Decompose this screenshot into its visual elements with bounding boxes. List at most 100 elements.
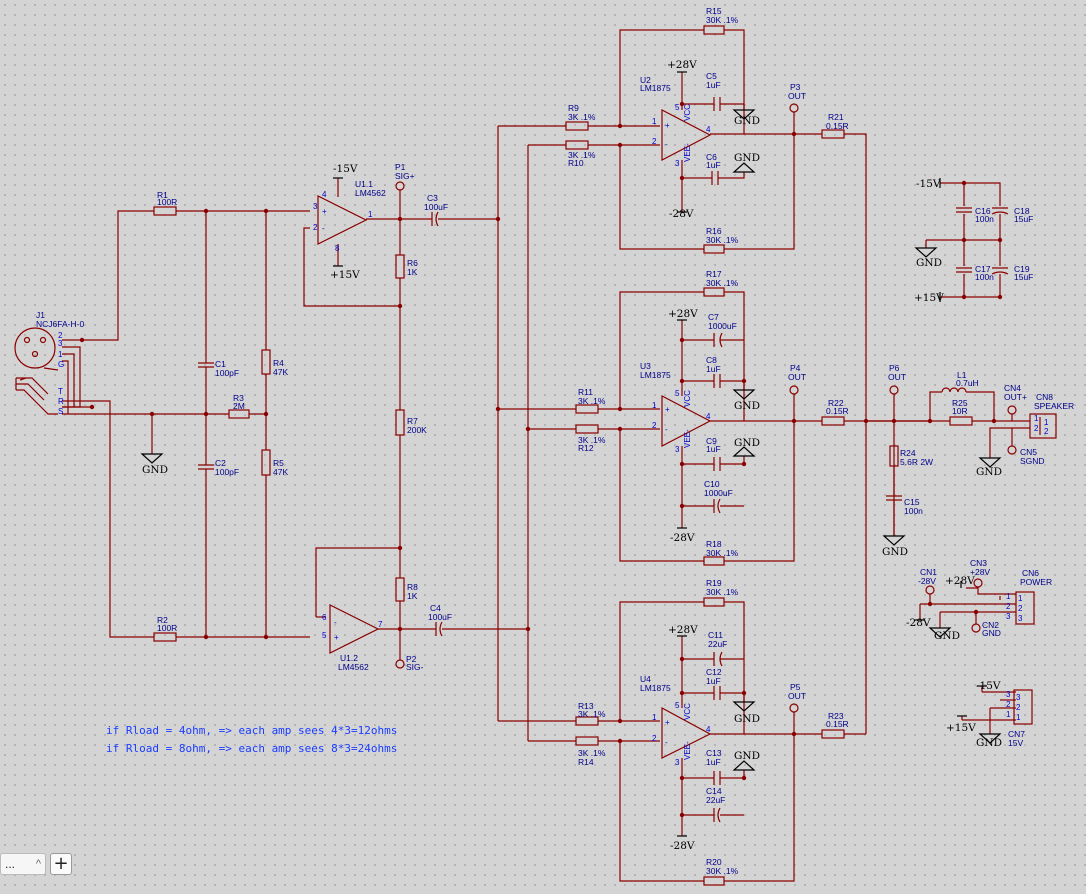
svg-text:22uF: 22uF [706, 795, 725, 805]
svg-text:30K .1%: 30K .1% [706, 235, 739, 245]
resistor-r12[interactable]: 3K .1%R12 [575, 424, 606, 453]
svg-text:GND: GND [976, 466, 1002, 478]
svg-text:2: 2 [652, 734, 657, 743]
svg-text:2: 2 [652, 137, 657, 146]
svg-text:SGND: SGND [1020, 456, 1045, 466]
resistor-r10[interactable]: 3K .1%R10 [565, 140, 596, 168]
svg-text:VCC: VCC [683, 104, 692, 121]
svg-text:T: T [58, 387, 63, 396]
svg-text:7: 7 [378, 620, 383, 629]
amp-u4[interactable]: + - 1 2 4 5 3 VCC VEE- U4 LM1875 [640, 674, 712, 767]
connector-cn1[interactable]: CN1-28V [918, 567, 937, 595]
svg-text:2: 2 [1034, 424, 1039, 433]
amp-u3[interactable]: + - 1 2 4 5 3 VCC VEE- U3 LM1875 [640, 361, 712, 454]
svg-text:1uF: 1uF [706, 80, 721, 90]
opamp-u1-2[interactable]: - + 6 5 7 U1.2 LM4562 [322, 604, 383, 672]
svg-text:R21: R21 [828, 112, 844, 122]
svg-text:U1.2: U1.2 [340, 653, 358, 663]
xlr-jack-j1[interactable]: 2 3 1 G T R S J1 NCJ6FA-H-0 [14, 310, 84, 416]
svg-text:-28V: -28V [918, 576, 936, 586]
svg-text:P5: P5 [790, 682, 801, 692]
connector-cn3[interactable]: CN3+28V [970, 558, 990, 588]
svg-text:R23: R23 [828, 711, 844, 721]
svg-text:+28V: +28V [970, 567, 990, 577]
svg-text:1: 1 [58, 350, 63, 359]
svg-text:30K .1%: 30K .1% [706, 548, 739, 558]
opamp-u1-1[interactable]: + - 3 2 1 4 8 U1.1 LM4562 [313, 179, 386, 253]
add-button[interactable]: + [50, 853, 72, 875]
svg-text:OUT: OUT [788, 91, 806, 101]
svg-text:CN8: CN8 [1036, 392, 1053, 402]
svg-text:R: R [58, 397, 64, 406]
svg-text:+15V: +15V [914, 292, 944, 304]
svg-text:1000uF: 1000uF [708, 321, 737, 331]
svg-text:-15V: -15V [976, 680, 1001, 692]
resistor-r14[interactable]: 3K .1%R14 [575, 736, 606, 767]
zoom-select[interactable]: ... ^ [0, 853, 46, 875]
inductor-l1[interactable]: L10.7uH [941, 370, 979, 393]
amp-u2[interactable]: + - 1 2 4 5 3 VCC VEE- U2 LM1875 [640, 75, 712, 168]
svg-text:C12: C12 [706, 667, 722, 677]
svg-text:100R: 100R [157, 623, 177, 633]
svg-text:C14: C14 [706, 786, 722, 796]
svg-text:LM1875: LM1875 [640, 370, 671, 380]
svg-text:30K .1%: 30K .1% [706, 587, 739, 597]
svg-text:R4: R4 [273, 358, 284, 368]
svg-text:C19: C19 [1014, 264, 1030, 274]
